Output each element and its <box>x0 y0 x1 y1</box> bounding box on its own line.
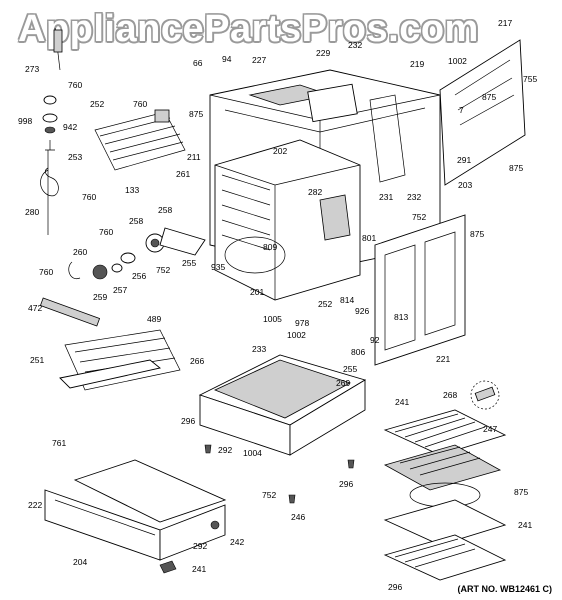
part-label: 202 <box>273 146 287 156</box>
part-label: 255 <box>343 364 357 374</box>
part-label: 875 <box>514 487 528 497</box>
part-label: 255 <box>182 258 196 268</box>
part-label: 229 <box>316 48 330 58</box>
screws <box>159 444 355 574</box>
broil-pan-callout <box>470 380 500 410</box>
part-label: 211 <box>187 152 201 162</box>
part-label: 133 <box>125 185 139 195</box>
part-label: 233 <box>252 344 266 354</box>
part-label: 926 <box>355 306 369 316</box>
part-label: 296 <box>181 416 195 426</box>
part-label: 760 <box>133 99 147 109</box>
watermark: AppliancePartsPros.com <box>18 8 479 50</box>
part-label: 806 <box>351 347 365 357</box>
part-label: 978 <box>295 318 309 328</box>
part-label: 221 <box>436 354 450 364</box>
part-label: 246 <box>291 512 305 522</box>
part-label: 280 <box>25 207 39 217</box>
part-label: 253 <box>68 152 82 162</box>
part-label: 760 <box>99 227 113 237</box>
part-label: 291 <box>457 155 471 165</box>
part-label: 260 <box>73 247 87 257</box>
part-label: 752 <box>262 490 276 500</box>
part-label: 232 <box>407 192 421 202</box>
oven-door <box>374 214 466 366</box>
part-label: 219 <box>410 59 424 69</box>
oven-cavity <box>214 139 361 301</box>
upper-element <box>94 109 186 171</box>
part-label: 813 <box>394 312 408 322</box>
part-label: 269 <box>336 378 350 388</box>
part-label: 247 <box>483 424 497 434</box>
part-label: 292 <box>218 445 232 455</box>
side-panel <box>439 39 526 186</box>
part-label: 217 <box>498 18 512 28</box>
part-number-labels: 273 760 942 998 252 760 253 280 760 133 261 211 875 6… <box>18 18 537 592</box>
part-label: 292 <box>193 541 207 551</box>
part-label: 204 <box>73 557 87 567</box>
small-parts-left <box>68 227 206 280</box>
oven-racks <box>383 409 507 581</box>
part-label: 296 <box>339 479 353 489</box>
part-label: 252 <box>318 299 332 309</box>
part-label: 998 <box>18 116 32 126</box>
part-label: 242 <box>230 537 244 547</box>
part-label: 875 <box>470 229 484 239</box>
part-label: 258 <box>129 216 143 226</box>
part-label: 241 <box>192 564 206 574</box>
part-label: 875 <box>482 92 496 102</box>
part-label: 935 <box>211 262 225 272</box>
part-label: 752 <box>156 265 170 275</box>
part-label: 809 <box>263 242 277 252</box>
part-label: 489 <box>147 314 161 324</box>
part-label: 241 <box>518 520 532 530</box>
part-label: 92 <box>370 335 380 345</box>
part-label: 1004 <box>243 448 262 458</box>
part-label: 203 <box>458 180 472 190</box>
storage-drawer <box>44 459 227 561</box>
part-label: 273 <box>25 64 39 74</box>
part-label: 7 <box>459 105 464 115</box>
part-label: 1005 <box>263 314 282 324</box>
part-label: 94 <box>222 54 232 64</box>
part-label: 257 <box>113 285 127 295</box>
part-label: 1002 <box>287 330 306 340</box>
part-label: 760 <box>39 267 53 277</box>
art-number: (ART NO. WB12461 C) <box>457 584 552 594</box>
part-label: 472 <box>28 303 42 313</box>
part-label: 201 <box>250 287 264 297</box>
part-label: 252 <box>90 99 104 109</box>
part-label: 227 <box>252 55 266 65</box>
oven-bottom <box>198 354 367 456</box>
part-label: 256 <box>132 271 146 281</box>
part-label: 266 <box>190 356 204 366</box>
part-label: 66 <box>193 58 203 68</box>
part-label: 801 <box>362 233 376 243</box>
part-label: 268 <box>443 390 457 400</box>
part-label: 258 <box>158 205 172 215</box>
part-label: 222 <box>28 500 42 510</box>
bake-element <box>39 297 181 391</box>
part-label: 755 <box>523 74 537 84</box>
part-label: 760 <box>82 192 96 202</box>
part-label: 761 <box>52 438 66 448</box>
part-label: 241 <box>395 397 409 407</box>
part-label: 752 <box>412 212 426 222</box>
part-label: 875 <box>509 163 523 173</box>
part-label: 942 <box>63 122 77 132</box>
part-label: 1002 <box>448 56 467 66</box>
part-label: 261 <box>176 169 190 179</box>
part-label: 232 <box>348 40 362 50</box>
part-label: 231 <box>379 192 393 202</box>
sensor-assembly <box>40 27 63 235</box>
part-label: 814 <box>340 295 354 305</box>
part-label: 760 <box>68 80 82 90</box>
part-label: 282 <box>308 187 322 197</box>
part-label: 875 <box>189 109 203 119</box>
part-label: 296 <box>388 582 402 592</box>
part-label: 251 <box>30 355 44 365</box>
part-label: 259 <box>93 292 107 302</box>
